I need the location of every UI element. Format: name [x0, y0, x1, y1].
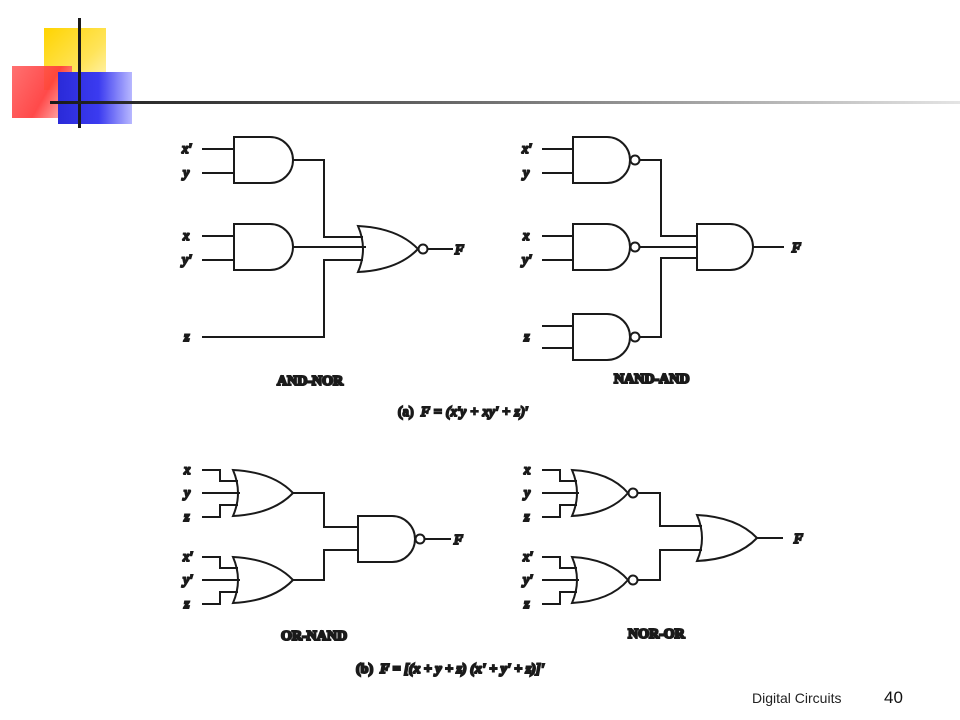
input-label: y	[521, 166, 530, 181]
equation-label: (b)	[356, 662, 373, 677]
nand-gate	[572, 223, 631, 271]
nand-and-circuit: x' y x y' z F NAND-AND	[519, 136, 802, 388]
output-label: F	[791, 241, 801, 256]
input-label: y'	[521, 573, 533, 588]
wires	[202, 148, 453, 338]
output-label: F	[793, 532, 803, 547]
decor-blue-square	[58, 72, 132, 124]
equation-a: (a) F = (x'y + xy' + z)'	[397, 404, 530, 421]
and-gate	[233, 223, 294, 271]
input-label: y'	[181, 573, 193, 588]
input-label: x	[523, 463, 531, 478]
nand-gate	[572, 313, 631, 361]
decor-vertical-rule	[78, 18, 81, 128]
or-gate	[695, 513, 759, 563]
boolean-equation: F = [(x + y + z) (x' + y' + z)]'	[379, 662, 545, 677]
wires	[542, 469, 783, 605]
wires	[202, 469, 451, 605]
footer-title: Digital Circuits	[752, 690, 842, 706]
input-label: x'	[521, 142, 532, 157]
nor-gate	[570, 555, 630, 605]
inversion-bubble	[629, 154, 641, 166]
input-label: z	[523, 510, 530, 525]
input-label: y	[522, 486, 531, 501]
nor-or-circuit: x y z x' y' z F NOR-OR	[520, 462, 804, 643]
circuit-caption: OR-NAND	[281, 629, 347, 644]
circuit-caption: NOR-OR	[628, 627, 686, 642]
nor-gate	[570, 468, 630, 518]
input-label: z	[523, 597, 530, 612]
inversion-bubble	[629, 331, 641, 343]
input-label: y'	[180, 253, 192, 268]
or-gate	[231, 468, 295, 518]
input-label: x'	[522, 550, 533, 565]
circuit-caption: NAND-AND	[614, 372, 689, 387]
boolean-equation: F = (x'y + xy' + z)'	[420, 405, 529, 420]
decor-horizontal-rule	[50, 101, 960, 104]
input-label: z	[183, 510, 190, 525]
input-label: x	[182, 229, 190, 244]
output-label: F	[454, 243, 464, 258]
input-label: x'	[181, 142, 192, 157]
input-label: x	[522, 229, 530, 244]
equation-b: (b) F = [(x + y + z) (x' + y' + z)]'	[355, 661, 546, 678]
input-label: z	[183, 330, 190, 345]
and-gate	[233, 136, 294, 184]
circuit-caption: AND-NOR	[277, 374, 344, 389]
inversion-bubble	[414, 533, 426, 545]
wires	[542, 148, 784, 349]
input-label: x'	[182, 550, 193, 565]
slide-number: 40	[884, 688, 903, 707]
inversion-bubble	[627, 487, 639, 499]
input-label: x	[183, 463, 191, 478]
input-label: y'	[520, 253, 532, 268]
input-label: y	[182, 486, 191, 501]
equation-label: (a)	[398, 405, 414, 420]
and-gate	[696, 223, 754, 271]
or-nand-circuit: x y z x' y' z F OR-NAND	[180, 462, 464, 645]
and-nor-circuit: x' y x y' z F AND-NOR	[179, 136, 465, 390]
nand-gate	[572, 136, 631, 184]
inversion-bubble	[627, 574, 639, 586]
input-label: z	[523, 330, 530, 345]
nand-gate	[357, 515, 416, 563]
input-label: z	[183, 597, 190, 612]
or-gate	[231, 555, 295, 605]
output-label: F	[453, 533, 463, 548]
inversion-bubble	[629, 241, 641, 253]
inversion-bubble	[417, 243, 429, 255]
input-label: y	[181, 166, 190, 181]
nor-gate	[356, 224, 420, 274]
